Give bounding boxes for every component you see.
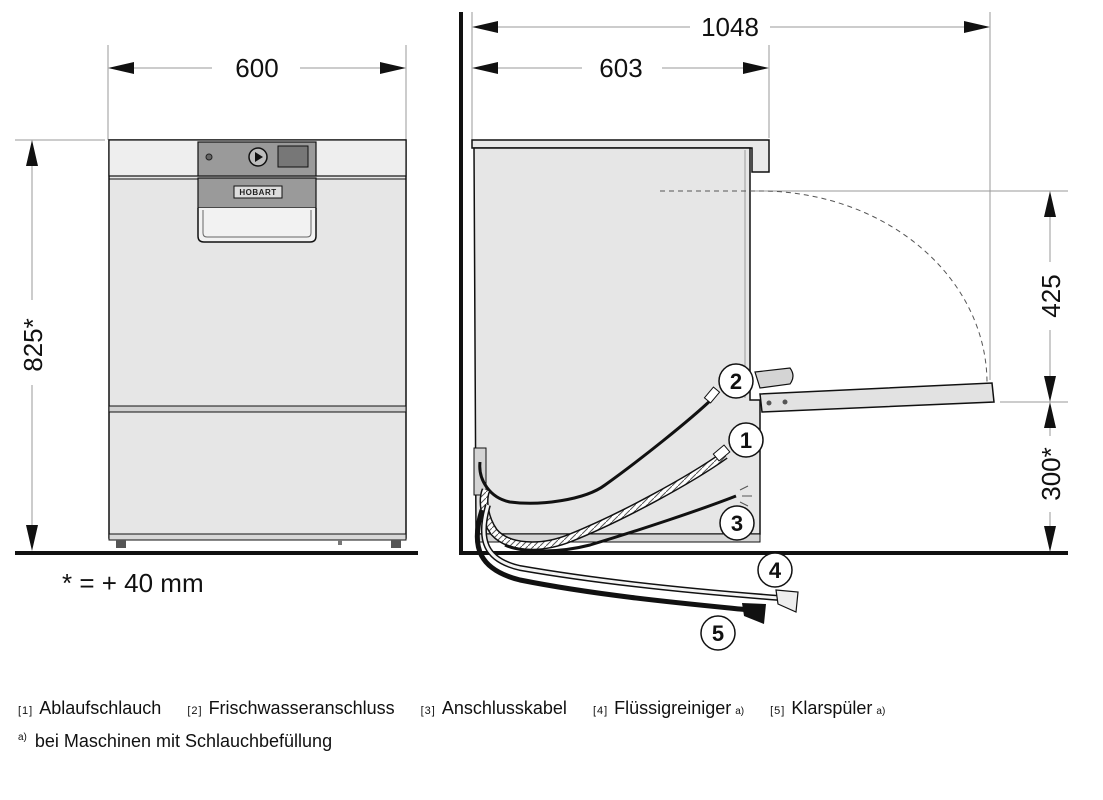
footnote-text: bei Maschinen mit Schlauchbefüllung [34, 731, 333, 751]
hobart-logo-plate [233, 185, 283, 199]
legend-row: [1] Ablaufschlauch [2] Frischwasseransch… [18, 698, 1098, 719]
dimension-arrow [964, 21, 990, 33]
dimension-arrow [380, 62, 406, 74]
svg-text:1: 1 [740, 428, 752, 453]
footnote-mark: a) [18, 732, 27, 743]
legend-item-drain-hose: [1] Ablaufschlauch [18, 698, 161, 719]
legend: [1] Ablaufschlauch [2] Frischwasseransch… [18, 698, 1098, 752]
hinge-screw [782, 399, 788, 405]
dimension-arrow [472, 62, 498, 74]
legend-text: Frischwasseranschluss [208, 698, 395, 718]
tolerance-note: * = + 40 mm [62, 568, 204, 598]
footnote: a) bei Maschinen mit Schlauchbefüllung [18, 731, 1098, 752]
legend-text: Klarspüler [791, 698, 873, 718]
hose-connector [712, 444, 731, 462]
dimension-arrow [26, 140, 38, 166]
open-door [759, 382, 995, 413]
svg-text:2: 2 [730, 369, 742, 394]
front-plinth [108, 533, 407, 541]
legend-number: [4] [592, 705, 609, 717]
callout-4: 4 [757, 552, 793, 588]
legend-item-detergent: [4] Flüssigreiniger a) [593, 698, 744, 719]
dimension-arrow [1044, 191, 1056, 217]
door-hinge [754, 367, 794, 389]
front-door-bottom-edge [108, 405, 407, 413]
dimension-door-height: 425 [1036, 191, 1066, 402]
dimension-base-height: 300* [1036, 402, 1066, 552]
detergent-lance [775, 589, 799, 613]
legend-text: Anschlusskabel [441, 698, 567, 718]
dim-front-height-label: 825* [18, 318, 48, 372]
dimension-front-height: 825* [18, 140, 48, 551]
play-icon [255, 152, 263, 162]
legend-text: Ablaufschlauch [39, 698, 162, 718]
legend-item-fresh-water: [2] Frischwasseranschluss [187, 698, 394, 719]
dimension-total-depth: 1048 [472, 12, 990, 42]
dim-total-depth-label: 1048 [701, 12, 759, 42]
dimension-arrow [1044, 526, 1056, 552]
machine-foot [116, 540, 126, 548]
dim-base-height-label: 300* [1036, 447, 1066, 501]
power-cable [504, 494, 737, 553]
legend-text: Flüssigreiniger [614, 698, 732, 718]
svg-text:4: 4 [769, 558, 782, 583]
dim-door-height-label: 425 [1036, 274, 1066, 317]
side-view: 1048 603 425 300* [459, 12, 1068, 651]
dimension-front-width: 600 [108, 53, 406, 83]
dimension-side-depth: 603 [472, 53, 769, 83]
hobart-logo: HOBART [239, 188, 276, 197]
legend-number: [3] [420, 705, 436, 717]
svg-text:5: 5 [712, 621, 724, 646]
dimension-arrow [1044, 376, 1056, 402]
dimension-arrow [743, 62, 769, 74]
rinse-aid-lance [742, 603, 766, 624]
display-screen [277, 145, 309, 168]
hinge-screw [766, 400, 772, 406]
callout-1: 1 [728, 422, 764, 458]
power-button-icon [205, 153, 213, 161]
machine-foot [391, 540, 401, 548]
callout-2: 2 [718, 363, 754, 399]
legend-number: [1] [18, 705, 34, 717]
dim-side-depth-label: 603 [599, 53, 642, 83]
front-view: 600 825* HOBART [15, 45, 418, 555]
legend-item-power-cable: [3] Anschlusskabel [421, 698, 567, 719]
machine-foot [338, 540, 342, 545]
callout-5: 5 [700, 615, 736, 651]
dimension-arrow [472, 21, 498, 33]
hose-connector [703, 386, 721, 404]
legend-footnote-mark: a) [735, 706, 745, 717]
legend-number: [2] [187, 705, 203, 717]
door-handle [197, 208, 317, 243]
legend-number: [5] [770, 705, 786, 717]
dim-front-width-label: 600 [235, 53, 278, 83]
legend-footnote-mark: a) [876, 706, 886, 717]
dimension-arrow [1044, 402, 1056, 428]
legend-item-rinse-aid: [5] Klarspüler a) [770, 698, 885, 719]
callout-3: 3 [719, 505, 755, 541]
svg-text:3: 3 [731, 511, 743, 536]
fresh-water-hose [478, 397, 714, 505]
dimension-arrow [108, 62, 134, 74]
dimension-arrow [26, 525, 38, 551]
rinse-aid-tube [474, 509, 751, 613]
